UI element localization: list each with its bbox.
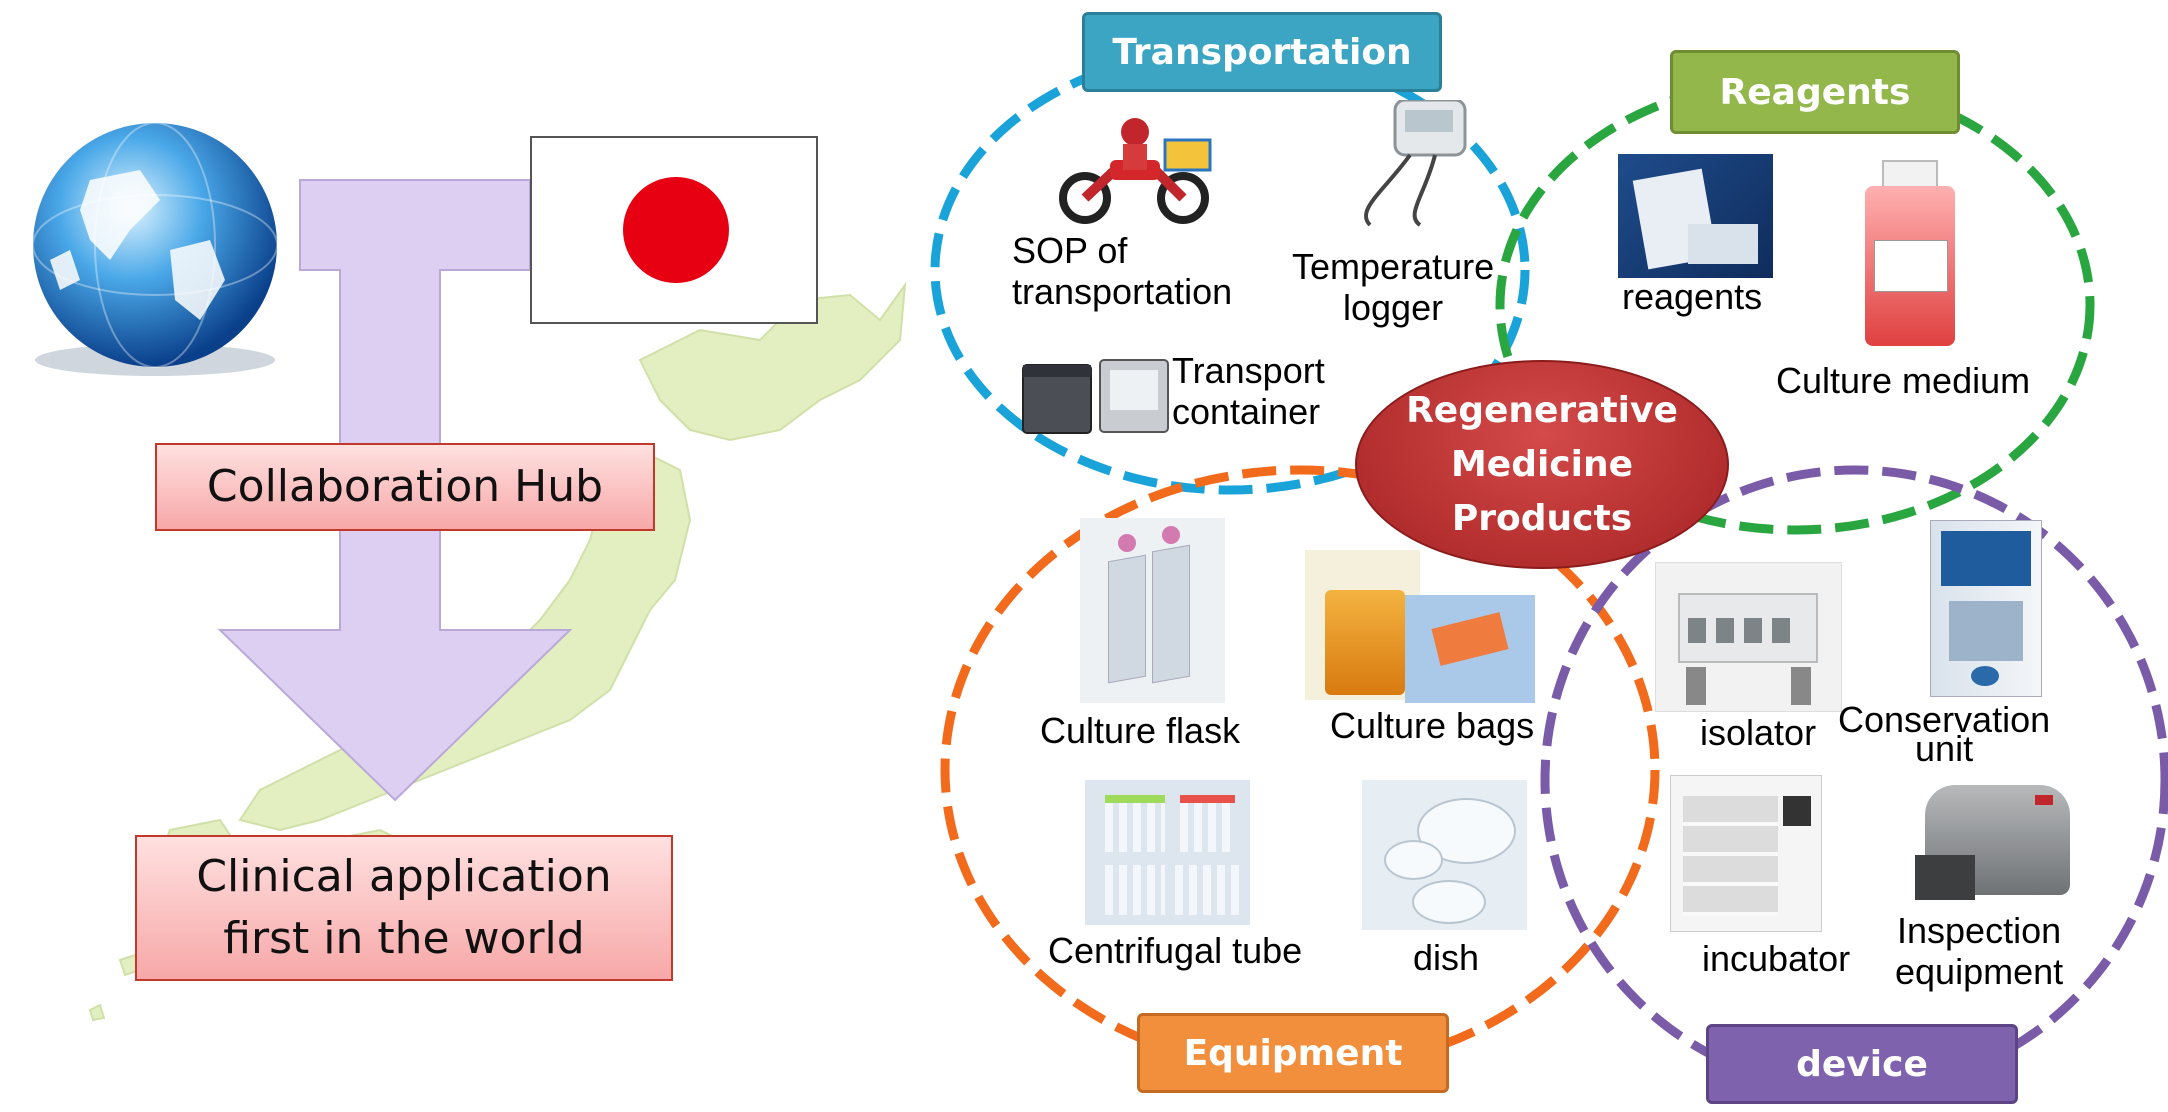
conservation-unit-photo	[1930, 520, 2042, 697]
clinical-application-line1: Clinical application	[196, 851, 612, 903]
conservation-line2: unit	[1915, 727, 1974, 769]
temperature-logger-label: Temperature logger	[1292, 246, 1494, 329]
device-tag: device	[1706, 1024, 2018, 1104]
clinical-application-line2: first in the world	[223, 913, 585, 964]
reagents-label: reagents	[1622, 276, 1763, 317]
center-line2: Medicine	[1450, 443, 1634, 485]
sop-transportation-label: SOP of transportation	[1012, 230, 1232, 313]
collaboration-hub-box: Collaboration Hub	[155, 443, 655, 531]
temperature-logger-icon	[1364, 100, 1467, 227]
globe-icon	[32, 122, 278, 376]
incubator-photo	[1670, 775, 1822, 932]
japan-flag-icon	[530, 136, 818, 324]
culture-bags-label: Culture bags	[1330, 705, 1535, 746]
culture-bags-photo	[1305, 550, 1540, 705]
transportation-tag-label: Transportation	[1112, 31, 1412, 73]
dish-photo	[1362, 780, 1527, 930]
culture-medium-label: Culture medium	[1776, 360, 2031, 401]
collaboration-hub-label: Collaboration Hub	[206, 461, 604, 513]
sop-line1: SOP of	[1012, 230, 1128, 271]
culture-flask-label: Culture flask	[1040, 710, 1241, 751]
motorbike-courier-icon	[1059, 118, 1212, 224]
regenerative-medicine-oval: Regenerative Medicine Products	[1355, 360, 1729, 569]
transportation-tag: Transportation	[1082, 12, 1442, 92]
isolator-label: isolator	[1700, 712, 1817, 753]
conservation-line1: Conservation	[1838, 699, 2051, 740]
center-line3: Products	[1451, 497, 1633, 539]
centrifugal-tube-photo	[1085, 780, 1250, 925]
transport-container-label: Transport container	[1172, 350, 1325, 433]
container-line2: container	[1172, 391, 1321, 433]
culture-flask-photo	[1080, 518, 1225, 703]
culture-medium-photo	[1860, 160, 1960, 350]
isolator-photo	[1655, 562, 1842, 712]
inspection-line2: equipment	[1895, 951, 2064, 993]
temp-line2: logger	[1343, 287, 1444, 329]
incubator-label: incubator	[1702, 938, 1851, 979]
clinical-application-box: Clinical application first in the world	[135, 835, 673, 981]
transport-container-icon	[1022, 359, 1169, 434]
inspection-line1: Inspection	[1897, 910, 2062, 951]
equipment-tag: Equipment	[1137, 1013, 1449, 1093]
container-line1: Transport	[1172, 350, 1325, 391]
conservation-unit-label: Conservation unit	[1838, 699, 2051, 769]
device-tag-label: device	[1796, 1043, 1928, 1085]
reagents-tag-label: Reagents	[1719, 71, 1911, 113]
reagents-tag: Reagents	[1670, 50, 1960, 134]
inspection-equipment-label: Inspection equipment	[1895, 910, 2063, 993]
sop-line2: transportation	[1012, 271, 1233, 313]
dish-label: dish	[1413, 937, 1480, 978]
equipment-tag-label: Equipment	[1183, 1032, 1403, 1074]
inspection-equipment-photo	[1905, 775, 2080, 915]
reagents-photo	[1618, 154, 1773, 278]
temp-line1: Temperature	[1292, 246, 1495, 287]
center-line1: Regenerative	[1406, 389, 1678, 431]
centrifugal-tube-label: Centrifugal tube	[1048, 930, 1303, 971]
equipment-circle	[940, 465, 1660, 1075]
